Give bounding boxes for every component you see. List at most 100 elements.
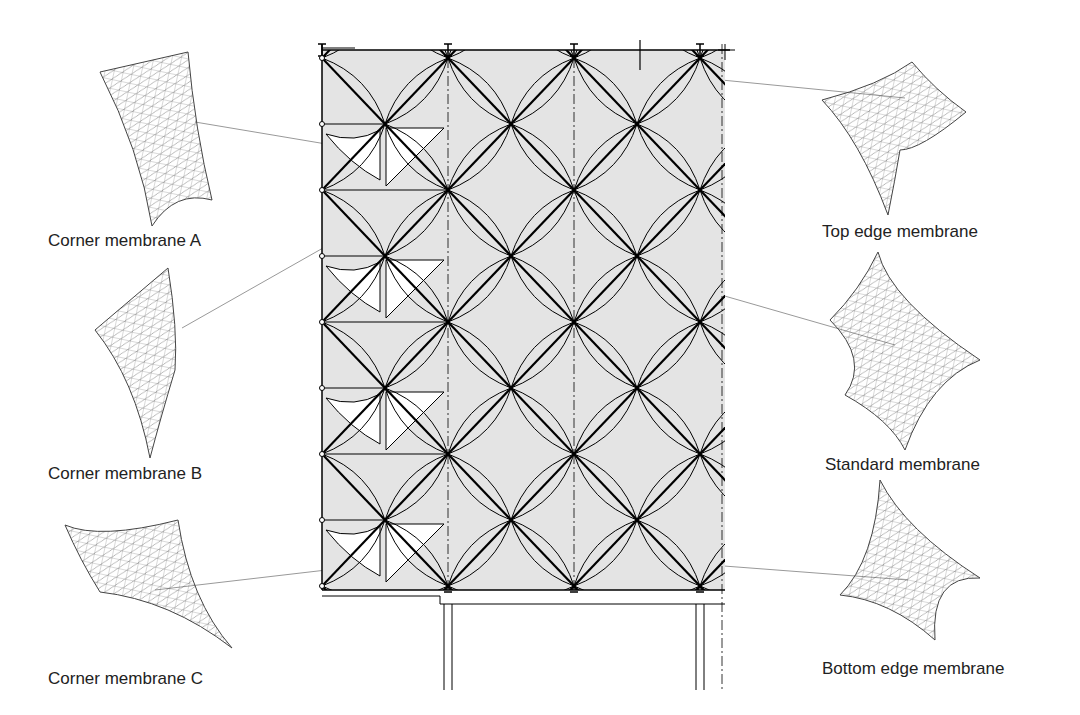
edge-node: [320, 320, 325, 325]
membrane-edge: [448, 322, 511, 388]
edge-node: [320, 122, 325, 127]
cable-line: [574, 256, 637, 322]
edge-member: [322, 454, 448, 455]
membrane-edge: [448, 454, 511, 520]
cable-line: [511, 454, 574, 520]
membrane-edge: [637, 322, 700, 388]
cable-line: [637, 520, 700, 586]
cable-line: [385, 50, 448, 58]
membrane-edge: [448, 322, 511, 388]
edge-node: [320, 254, 325, 259]
membrane-edge: [448, 256, 511, 322]
membrane-edge: [511, 454, 574, 520]
membrane-edge: [574, 50, 637, 58]
cable-line: [385, 388, 448, 454]
membrane-edge: [511, 520, 574, 586]
cable-line: [637, 58, 700, 124]
membrane-edge: [574, 388, 637, 454]
cable-line: [385, 58, 448, 124]
cable-line: [322, 388, 385, 454]
cable-line: [574, 454, 637, 520]
edge-member: [322, 256, 385, 257]
membrane-edge: [700, 388, 725, 454]
membrane-edge: [448, 50, 511, 58]
membrane-edge: [448, 388, 511, 454]
membrane-edge: [637, 124, 700, 190]
membrane-edge: [700, 190, 725, 256]
cable-line: [322, 58, 385, 124]
edge-member: [322, 190, 448, 191]
membrane-edge: [511, 50, 574, 58]
cable-line: [385, 124, 448, 190]
membrane-edge: [322, 58, 385, 124]
cable-line: [511, 256, 574, 322]
cable-line: [385, 520, 448, 586]
membrane-edge: [511, 190, 574, 256]
cable-line: [700, 388, 725, 454]
membrane-edge: [322, 124, 385, 190]
membrane-edge: [385, 454, 448, 520]
cable-line: [700, 50, 725, 58]
cable-grid: [322, 50, 725, 590]
cable-line: [448, 50, 511, 58]
membrane-edge: [511, 58, 574, 124]
cable-line: [700, 190, 725, 256]
cable-line: [700, 322, 725, 388]
membrane-edge: [637, 124, 700, 190]
membrane-edge: [385, 388, 448, 454]
cable-line: [574, 190, 637, 256]
membrane-edge: [574, 190, 637, 256]
cable-line: [448, 256, 511, 322]
membrane-edge: [511, 124, 574, 190]
membrane-edge: [574, 58, 637, 124]
membrane-edge: [448, 256, 511, 322]
membrane-edge: [385, 322, 448, 388]
edge-node: [320, 518, 325, 523]
cable-line: [574, 50, 637, 58]
membrane-edge: [574, 256, 637, 322]
edge-member: [322, 520, 385, 521]
facade-frame: [318, 40, 735, 690]
cable-line: [511, 520, 574, 586]
membrane-edge: [322, 520, 385, 586]
membrane-edge: [385, 124, 448, 190]
cable-line: [574, 388, 637, 454]
cable-line: [385, 256, 448, 322]
membrane-edge: [700, 256, 725, 322]
membrane-edge: [574, 124, 637, 190]
membrane-edge: [385, 520, 448, 586]
membrane-edge: [637, 50, 700, 58]
part-label: Standard membrane: [825, 455, 980, 475]
membrane-edge: [511, 190, 574, 256]
part-label: Top edge membrane: [822, 222, 978, 242]
membrane-edge: [700, 520, 725, 586]
membrane-edge: [574, 520, 637, 586]
membrane-edge: [637, 256, 700, 322]
membrane-edge: [637, 50, 700, 58]
cable-line: [700, 454, 725, 520]
membrane-edge: [574, 322, 637, 388]
membrane-edge: [637, 190, 700, 256]
cable-line: [448, 58, 511, 124]
cable-line: [322, 124, 385, 190]
membrane-edge: [322, 256, 385, 322]
cable-line: [322, 454, 385, 520]
cable-line: [637, 454, 700, 520]
cable-line: [511, 322, 574, 388]
membrane-edge: [385, 322, 448, 388]
cable-line: [511, 190, 574, 256]
membrane-edge: [385, 190, 448, 256]
membrane-edge: [385, 454, 448, 520]
membrane-edge: [637, 58, 700, 124]
part-label: Bottom edge membrane: [822, 659, 1004, 679]
membrane-edge: [637, 256, 700, 322]
membrane-edge: [700, 256, 725, 322]
membrane-edge: [448, 520, 511, 586]
membrane-edge: [700, 58, 725, 124]
membrane-edge: [511, 322, 574, 388]
membrane-edge: [448, 124, 511, 190]
cable-line: [637, 322, 700, 388]
membrane-edge: [448, 124, 511, 190]
membrane-edge: [511, 58, 574, 124]
cable-line: [385, 322, 448, 388]
